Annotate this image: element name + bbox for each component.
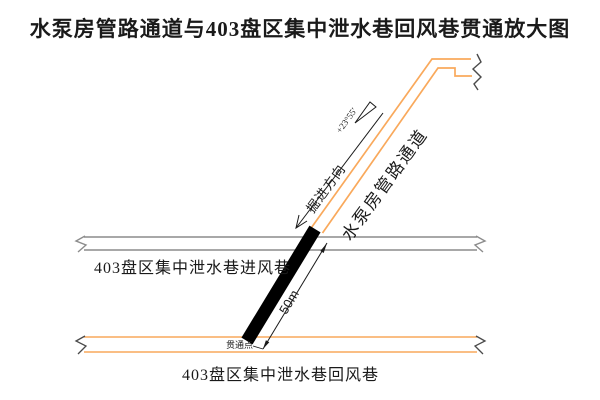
dimension-line-50m bbox=[262, 242, 328, 350]
arrowhead-icon bbox=[263, 340, 270, 349]
intake-tunnel-label: 403盘区集中泄水巷进风巷 bbox=[94, 260, 292, 277]
excavated-drift-bar bbox=[241, 225, 321, 345]
channel-lower-line bbox=[321, 67, 472, 234]
heading-direction-line bbox=[295, 112, 384, 229]
break-symbol-icon bbox=[74, 335, 88, 355]
arrowhead-icon bbox=[320, 243, 327, 253]
arrowhead-icon bbox=[295, 214, 308, 230]
break-symbol-icon bbox=[473, 235, 487, 253]
return-tunnel-label: 403盘区集中泄水巷回风巷 bbox=[182, 367, 380, 384]
break-symbol-icon bbox=[74, 235, 88, 253]
breakthrough-leader-line bbox=[252, 345, 264, 350]
break-symbol-icon bbox=[473, 335, 487, 355]
diagram-title: 水泵房管路通道与403盘区集中泄水巷回风巷贯通放大图 bbox=[29, 17, 571, 41]
slope-triangle-icon bbox=[354, 101, 377, 124]
channel-upper-line bbox=[308, 58, 471, 232]
break-symbol-icon bbox=[471, 53, 482, 91]
breakthrough-point-label: 贯通点 bbox=[226, 340, 254, 350]
